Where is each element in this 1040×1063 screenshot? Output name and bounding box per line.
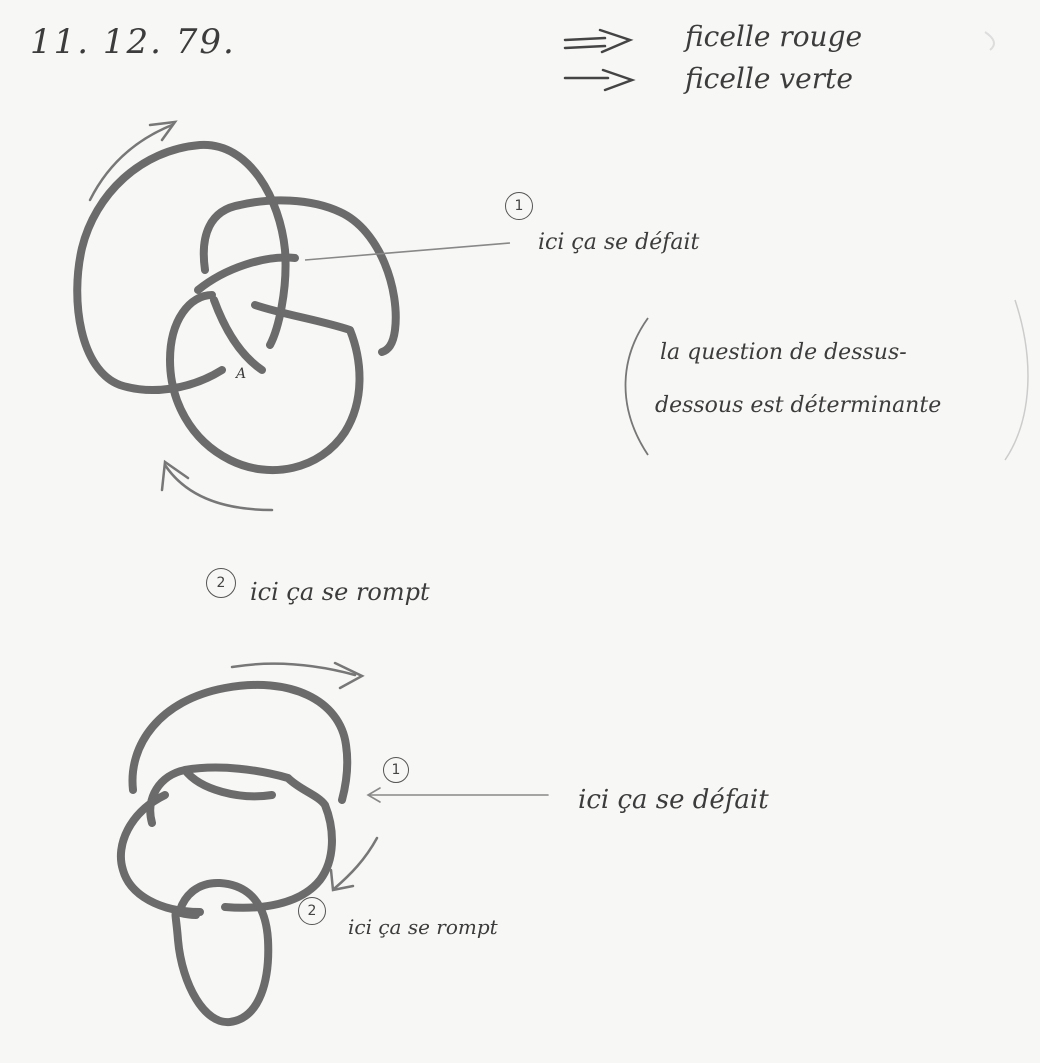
trefoil-inner-arc-a — [198, 258, 295, 290]
bottom-knot-label-undo: ici ça se défait — [578, 785, 769, 815]
bottom-knot-lower-loop — [176, 883, 269, 1022]
bottom-knot-label-break: ici ça se rompt — [348, 915, 498, 939]
marker-circle-bottom-1: 1 — [383, 757, 409, 783]
top-knot-label-break: ici ça se rompt — [250, 578, 430, 606]
note-line-1: la question de dessus- — [660, 340, 907, 365]
trefoil-inner-arc-b — [214, 300, 262, 370]
leader-line-top-1 — [305, 243, 510, 260]
bottom-knot — [121, 685, 347, 1022]
note-bracket — [626, 318, 649, 455]
top-knot-label-undo: ici ça se défait — [538, 230, 699, 255]
marker-circle-bottom-2: 2 — [298, 897, 326, 925]
trefoil-knot — [77, 145, 396, 470]
crossing-mark: A — [236, 366, 246, 382]
legend-red-string: ficelle rouge — [685, 20, 862, 53]
page-corner-mark — [985, 32, 994, 50]
note-line-2: dessous est déterminante — [655, 393, 941, 418]
legend-green-string: ficelle verte — [685, 62, 853, 95]
note-bracket-right — [1005, 300, 1028, 460]
trefoil-rotation-arrow-top — [90, 122, 175, 200]
marker-circle-top-1: 1 — [505, 192, 533, 220]
trefoil-left-lobe — [77, 145, 285, 390]
bottom-knot-arrow-side — [331, 838, 377, 890]
marker-circle-top-2: 2 — [206, 568, 236, 598]
legend-arrow-green — [565, 70, 632, 90]
date-heading: 11. 12. 79. — [30, 22, 236, 62]
trefoil-top-right-lobe — [204, 200, 396, 352]
legend-arrow-red — [565, 30, 630, 52]
leader-arrow-bottom-1 — [368, 788, 548, 802]
